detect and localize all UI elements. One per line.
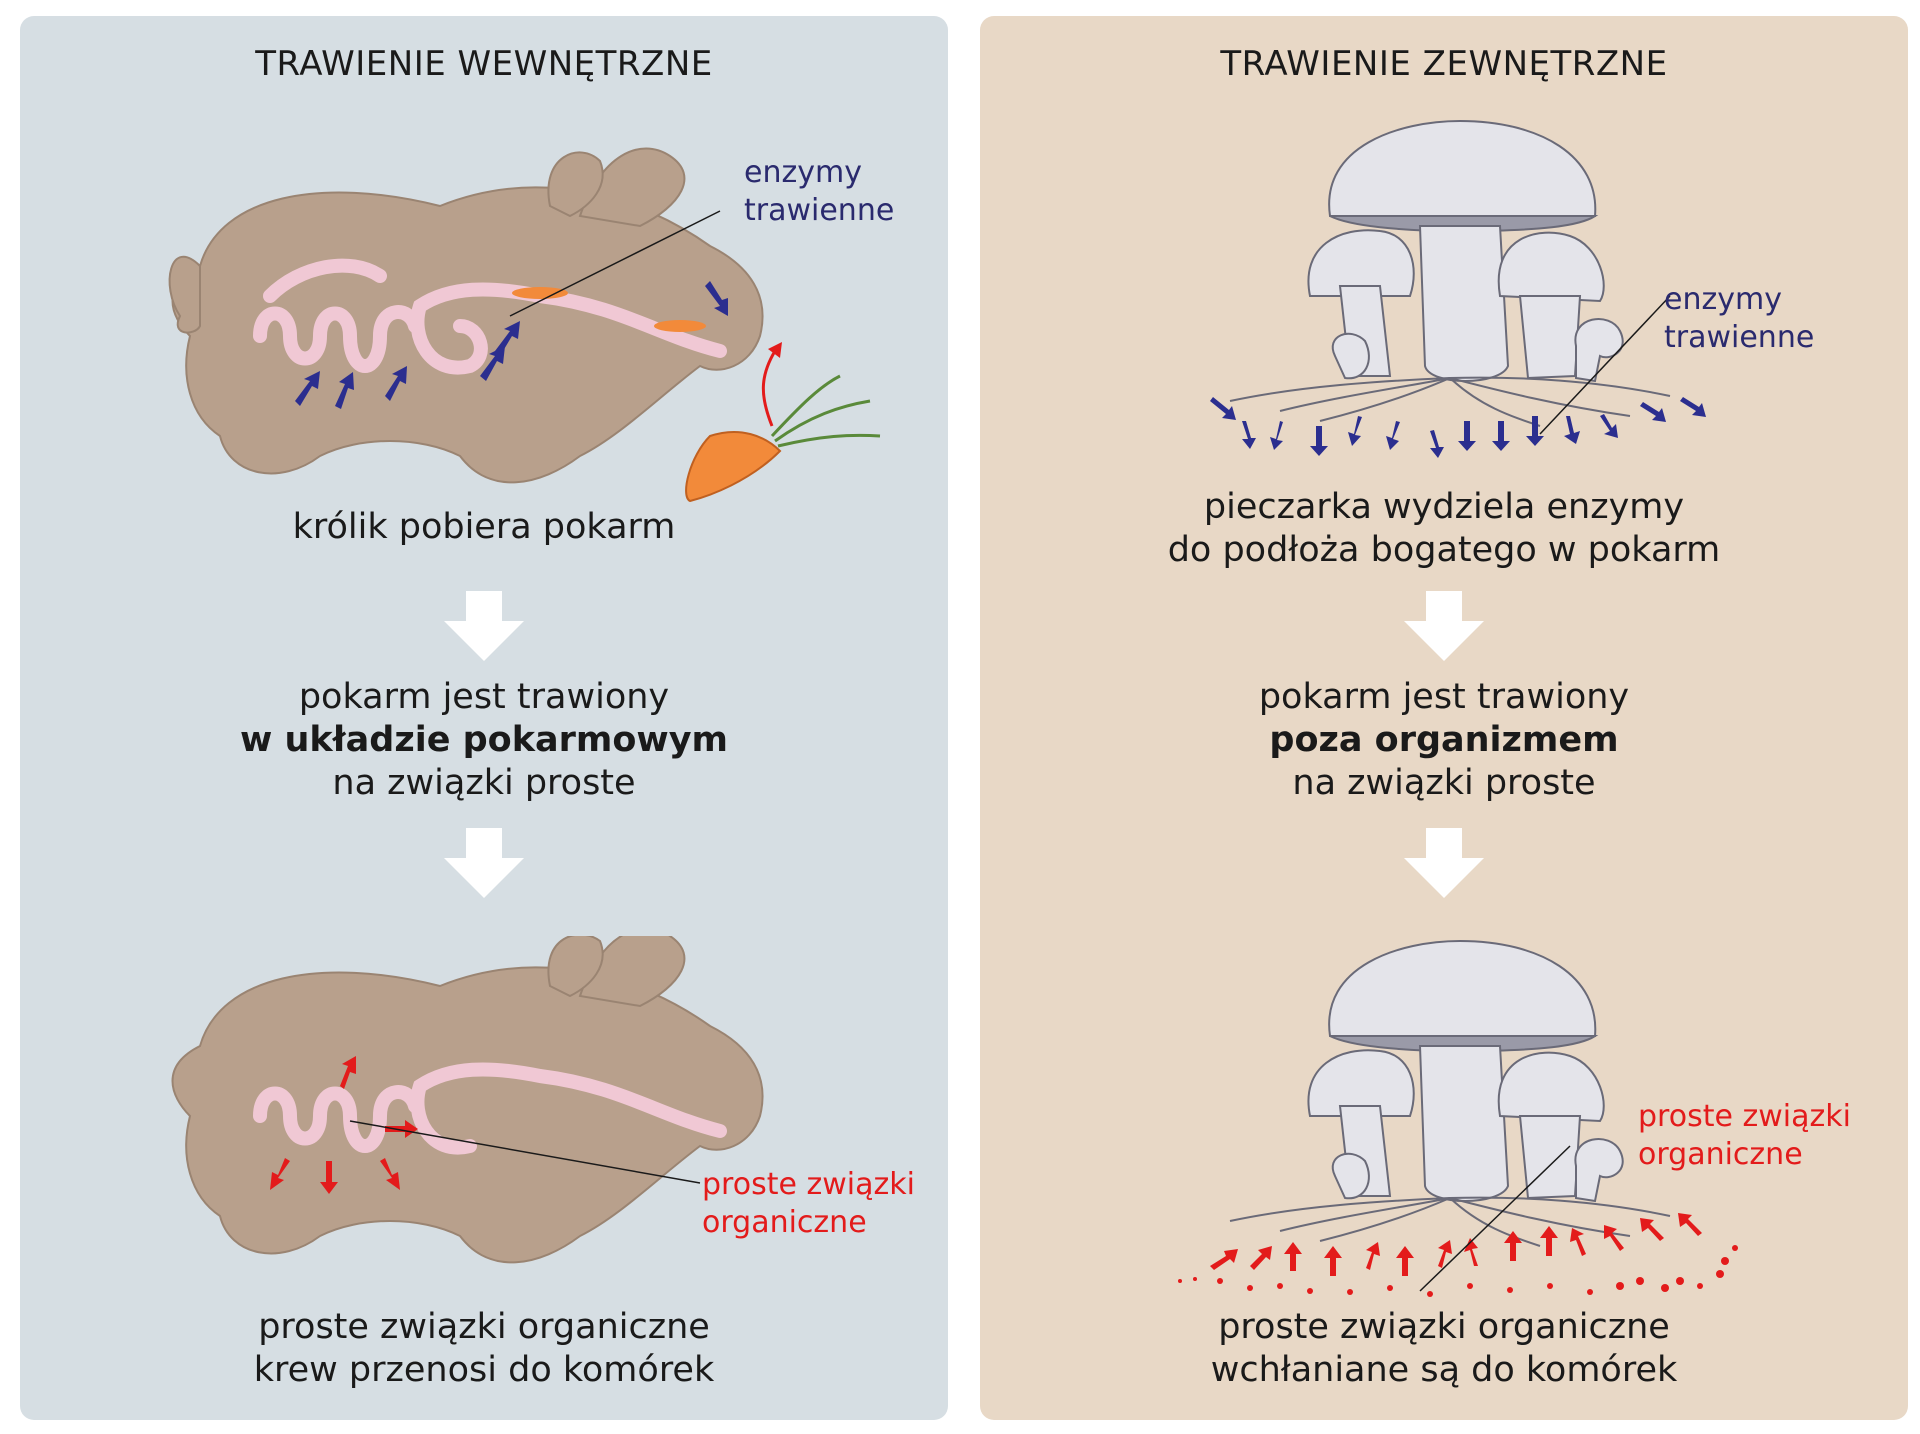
external-digestion-title: TRAWIENIE ZEWNĘTRZNE: [1220, 44, 1668, 84]
rabbit-step-2-text: pokarm jest trawiony w układzie pokarmow…: [20, 676, 948, 805]
internal-digestion-title: TRAWIENIE WEWNĘTRZNE: [255, 44, 713, 84]
products-label: proste związki organiczne: [702, 1166, 915, 1242]
product-arrows-icon: [1210, 1213, 1702, 1276]
mushroom-step-3-text: proste związki organiczne wchłaniane są …: [980, 1306, 1908, 1392]
rabbit-step-2-emphasis: w układzie pokarmowym: [239, 720, 729, 760]
products-label-line-2: organiczne: [702, 1205, 867, 1240]
mushroom-step-2-line-3: na związki proste: [1292, 763, 1596, 803]
carrot-icon: [685, 374, 881, 503]
rabbit-step-3-text: proste związki organiczne krew przenosi …: [20, 1306, 948, 1392]
rabbit-step-3-line-2: krew przenosi do komórek: [253, 1350, 715, 1390]
rabbit-body-icon: [171, 936, 764, 1264]
product-arrows-icon: [270, 1056, 418, 1194]
down-arrow-icon: [444, 828, 524, 898]
enzymes-label-line-2: trawienne: [1664, 320, 1815, 355]
down-arrow-icon: [1404, 828, 1484, 898]
enzymes-pointer-line: [509, 210, 721, 317]
enzymes-label-line-1: enzymy: [1664, 282, 1782, 317]
rabbit-step-2-line-3: na związki proste: [332, 763, 636, 803]
mushroom-step-2-emphasis: poza organizmem: [1269, 720, 1619, 760]
products-pointer-line: [349, 1120, 701, 1184]
ingestion-arrow-icon: [761, 350, 777, 427]
enzymes-pointer-line: [1539, 295, 1671, 435]
mushroom-step-3-line-1: proste związki organiczne: [1218, 1307, 1670, 1347]
mushroom-step-3-line-2: wchłaniane są do komórek: [1210, 1350, 1678, 1390]
mushroom-step-1-text: pieczarka wydziela enzymy do podłoża bog…: [980, 486, 1908, 572]
mushroom-cluster-icon: [1307, 939, 1624, 1203]
mushroom-step-2-text: pokarm jest trawiony poza organizmem na …: [980, 676, 1908, 805]
down-arrow-icon: [1404, 591, 1484, 661]
rabbit-step-2-line-1: pokarm jest trawiony: [298, 677, 670, 717]
down-arrow-icon: [444, 591, 524, 661]
mushroom-absorbing-illustration: [1178, 939, 1738, 1297]
products-label: proste związki organiczne: [1638, 1098, 1851, 1174]
stomach-food-icon: [512, 287, 706, 332]
mushroom-cluster-icon: [1307, 119, 1624, 383]
rabbit-step-1-text: królik pobiera pokarm: [292, 507, 676, 547]
enzyme-arrows-icon: [1210, 397, 1706, 458]
products-label-line-1: proste związki: [1638, 1099, 1851, 1134]
enzymes-label-line-2: trawienne: [744, 193, 895, 228]
mushroom-secreting-illustration: [1210, 119, 1706, 458]
mushroom-step-1-line-1: pieczarka wydziela enzymy: [1203, 487, 1685, 527]
ingestion-arrowhead-icon: [768, 342, 782, 358]
rabbit-step-3-line-1: proste związki organiczne: [258, 1307, 710, 1347]
mycelium-icon: [1229, 376, 1671, 427]
digestive-tract-icon: [253, 1062, 727, 1155]
products-pointer-line: [1419, 1145, 1571, 1292]
external-digestion-panel: TRAWIENIE ZEWNĘTRZNE: [980, 16, 1908, 1420]
rabbit-body-icon: [168, 147, 764, 484]
enzymes-label: enzymy trawienne: [1664, 281, 1814, 357]
mushroom-step-1-line-2: do podłoża bogatego w pokarm: [1167, 530, 1721, 570]
enzymes-label-line-1: enzymy: [744, 155, 862, 190]
products-label-line-1: proste związki: [702, 1167, 915, 1202]
enzymes-label: enzymy trawienne: [744, 154, 894, 230]
organic-compound-dots-icon: [1178, 1245, 1738, 1297]
internal-digestion-panel: TRAWIENIE WEWNĘTRZNE: [20, 16, 948, 1420]
mushroom-step-2-line-1: pokarm jest trawiony: [1258, 677, 1630, 717]
rabbit-absorbing-illustration: [171, 936, 764, 1264]
rabbit-eating-illustration: [168, 147, 881, 503]
products-label-line-2: organiczne: [1638, 1137, 1803, 1172]
enzyme-arrows-icon: [295, 281, 728, 409]
digestive-tract-icon: [253, 258, 727, 375]
